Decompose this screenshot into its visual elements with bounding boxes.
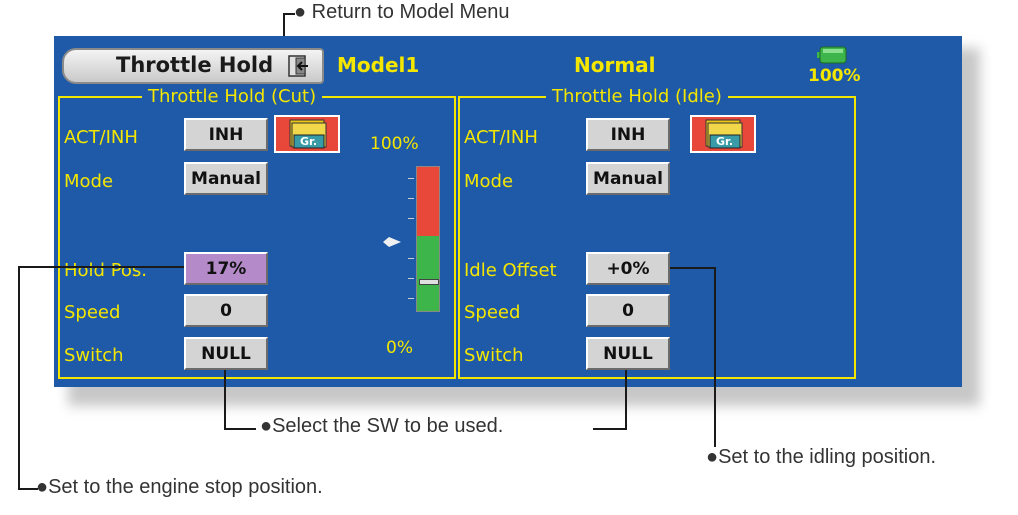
title-tab[interactable]	[62, 48, 324, 84]
right-group-button[interactable]: Gr.	[690, 115, 756, 153]
gauge-pointer-icon	[383, 232, 401, 251]
engine-stop-callout-top	[18, 266, 184, 268]
select-sw-right-vertical	[625, 370, 627, 430]
left-switch-label: Switch	[64, 345, 124, 366]
group-folder-icon	[289, 119, 327, 149]
left-act-button[interactable]: INH	[184, 118, 268, 151]
annotation-idling: ●Set to the idling position.	[706, 446, 936, 468]
engine-stop-callout-bottom	[18, 488, 38, 490]
group-folder-icon	[705, 119, 743, 149]
return-callout-vertical	[283, 13, 285, 53]
left-mode-button[interactable]: Manual	[184, 162, 268, 195]
battery-percent: 100%	[808, 66, 861, 86]
right-switch-button[interactable]: NULL	[586, 337, 670, 370]
page-title: Throttle Hold	[116, 53, 274, 77]
left-act-label: ACT/INH	[64, 127, 138, 148]
left-panel-title: Throttle Hold (Cut)	[142, 86, 323, 107]
engine-stop-callout-vertical	[18, 266, 20, 490]
model-name: Model1	[337, 53, 420, 77]
idling-callout-vertical	[714, 267, 716, 447]
left-speed-button[interactable]: 0	[184, 294, 268, 327]
right-switch-label: Switch	[464, 345, 524, 366]
right-act-button[interactable]: INH	[586, 118, 670, 151]
annotation-engine-stop: ●Set to the engine stop position.	[36, 476, 323, 498]
throttle-gauge	[416, 166, 440, 312]
gauge-red-section	[417, 167, 439, 236]
right-speed-button[interactable]: 0	[586, 294, 670, 327]
battery-icon	[817, 46, 847, 64]
select-sw-left-horizontal	[224, 428, 256, 430]
left-group-button[interactable]: Gr.	[274, 115, 340, 153]
idle-offset-label: Idle Offset	[464, 260, 557, 281]
annotation-select-sw: ●Select the SW to be used.	[260, 415, 504, 437]
left-speed-label: Speed	[64, 302, 121, 323]
idling-callout-horizontal	[670, 267, 716, 269]
return-callout-horizontal	[283, 13, 295, 15]
hold-pos-label: Hold Pos.	[64, 260, 148, 281]
left-switch-button[interactable]: NULL	[184, 337, 268, 370]
annotation-return: ● Return to Model Menu	[294, 1, 510, 23]
hold-pos-button[interactable]: 17%	[184, 252, 268, 285]
gauge-top-label: 100%	[370, 134, 419, 154]
select-sw-left-vertical	[224, 370, 226, 430]
right-group-label: Gr.	[716, 135, 734, 148]
right-mode-label: Mode	[464, 171, 514, 192]
left-group-label: Gr.	[300, 135, 318, 148]
gauge-bottom-label: 0%	[386, 338, 413, 358]
right-act-label: ACT/INH	[464, 127, 538, 148]
select-sw-right-horizontal	[593, 428, 627, 430]
idle-offset-button[interactable]: +0%	[586, 252, 670, 285]
condition-name: Normal	[574, 53, 656, 77]
gauge-ticks	[408, 168, 414, 312]
return-icon[interactable]	[286, 54, 312, 78]
left-mode-label: Mode	[64, 171, 114, 192]
right-mode-button[interactable]: Manual	[586, 162, 670, 195]
right-speed-label: Speed	[464, 302, 521, 323]
right-panel-title: Throttle Hold (Idle)	[546, 86, 728, 107]
gauge-position-marker	[419, 279, 439, 285]
